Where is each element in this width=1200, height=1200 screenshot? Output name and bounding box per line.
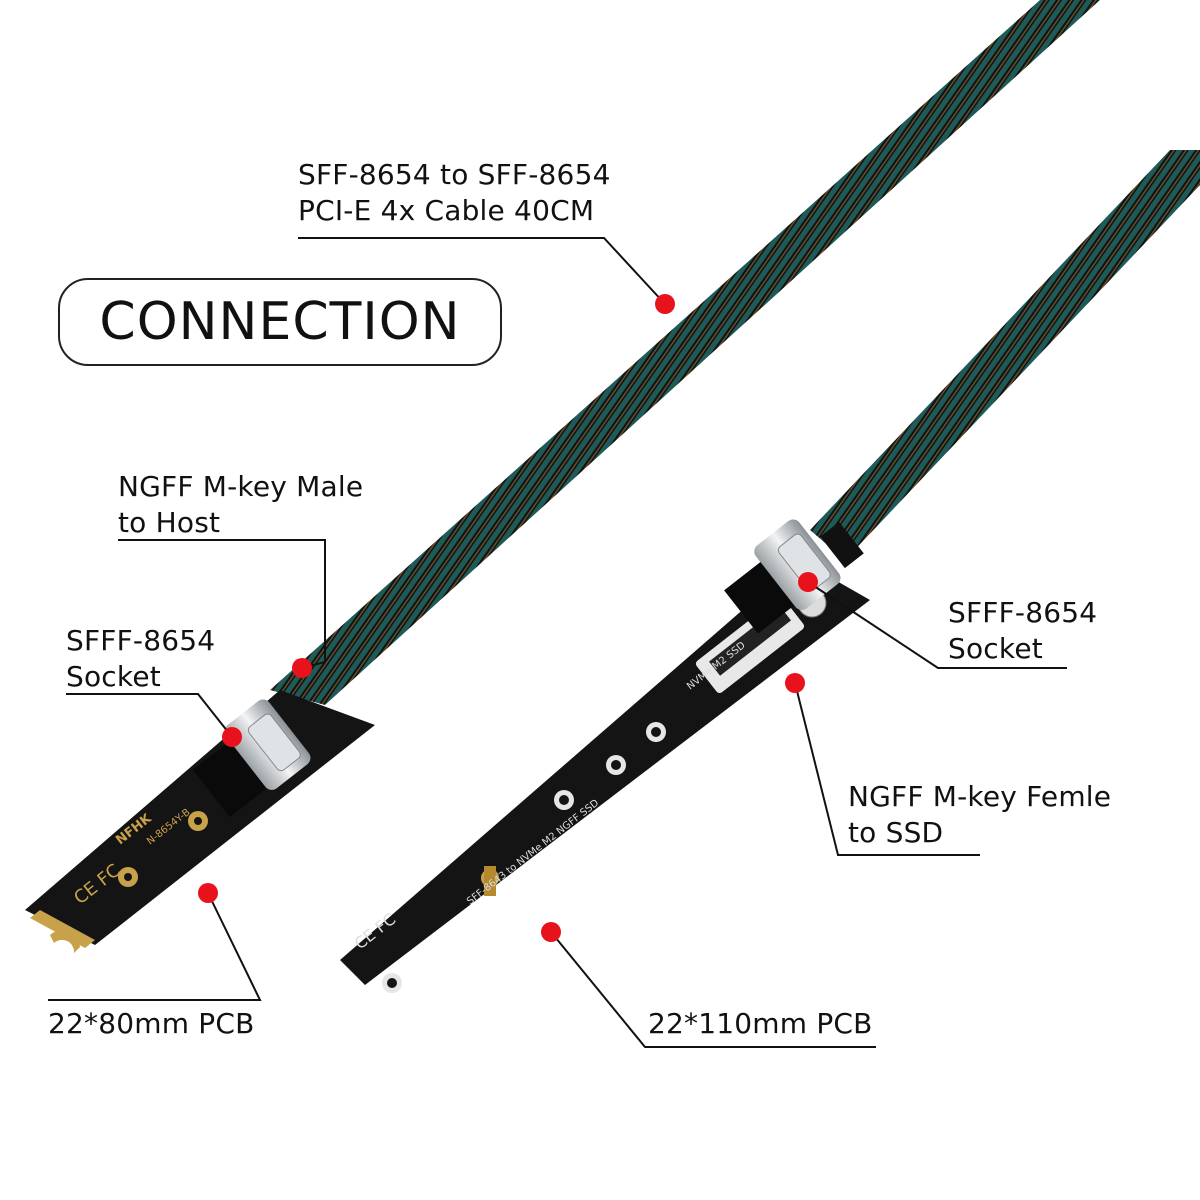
cable-label: SFF-8654 to SFF-8654 PCI-E 4x Cable 40CM (298, 157, 611, 229)
right-socket-label-line1: SFFF-8654 (948, 596, 1098, 629)
left-pcb-callout-dot (198, 883, 218, 903)
left-socket-leader (66, 693, 233, 738)
right-pcb-label: 22*110mm PCB (648, 1007, 873, 1040)
right-socket-callout-dot (798, 572, 818, 592)
right-pcb-leader (550, 931, 876, 1048)
connection-badge: CONNECTION (58, 278, 502, 366)
ssd-connector-label-line1: NGFF M-key Femle (848, 780, 1112, 813)
left-socket-label-line1: SFFF-8654 (66, 624, 216, 657)
ssd-connector-label: NGFF M-key Femle to SSD (848, 779, 1111, 851)
cable-label-line2: PCI-E 4x Cable 40CM (298, 194, 595, 227)
right-socket-label-line2: Socket (948, 632, 1043, 665)
left-pcb-leader (48, 892, 262, 1001)
cable-callout-dot (655, 294, 675, 314)
host-connector-leader (118, 539, 326, 669)
host-connector-callout-dot (292, 658, 312, 678)
left-sff8654-connector (192, 699, 311, 818)
ssd-connector-leader (794, 682, 980, 856)
ssd-connector-label-line2: to SSD (848, 816, 944, 849)
left-pcb-label: 22*80mm PCB (48, 1007, 255, 1040)
right-socket-label: SFFF-8654 Socket (948, 595, 1097, 667)
left-cable (270, 0, 1100, 705)
right-pcb-callout-dot (541, 922, 561, 942)
left-socket-label-line2: Socket (66, 660, 161, 693)
left-socket-label: SFFF-8654 Socket (66, 623, 215, 695)
callout-lines (48, 237, 1067, 1048)
right-sff8654-connector (724, 519, 864, 634)
callout-dots (198, 294, 818, 942)
right-socket-leader (807, 581, 1067, 669)
left-pcb: NFHK N-8654Y-B CE FC (25, 690, 375, 953)
left-socket-callout-dot (222, 727, 242, 747)
right-cable (810, 150, 1200, 560)
host-connector-label: NGFF M-key Male to Host (118, 469, 363, 541)
host-connector-label-line2: to Host (118, 506, 221, 539)
cable-label-line1: SFF-8654 to SFF-8654 (298, 158, 611, 191)
host-connector-label-line1: NGFF M-key Male (118, 470, 364, 503)
ssd-connector-callout-dot (785, 673, 805, 693)
cable-leader (298, 237, 666, 305)
